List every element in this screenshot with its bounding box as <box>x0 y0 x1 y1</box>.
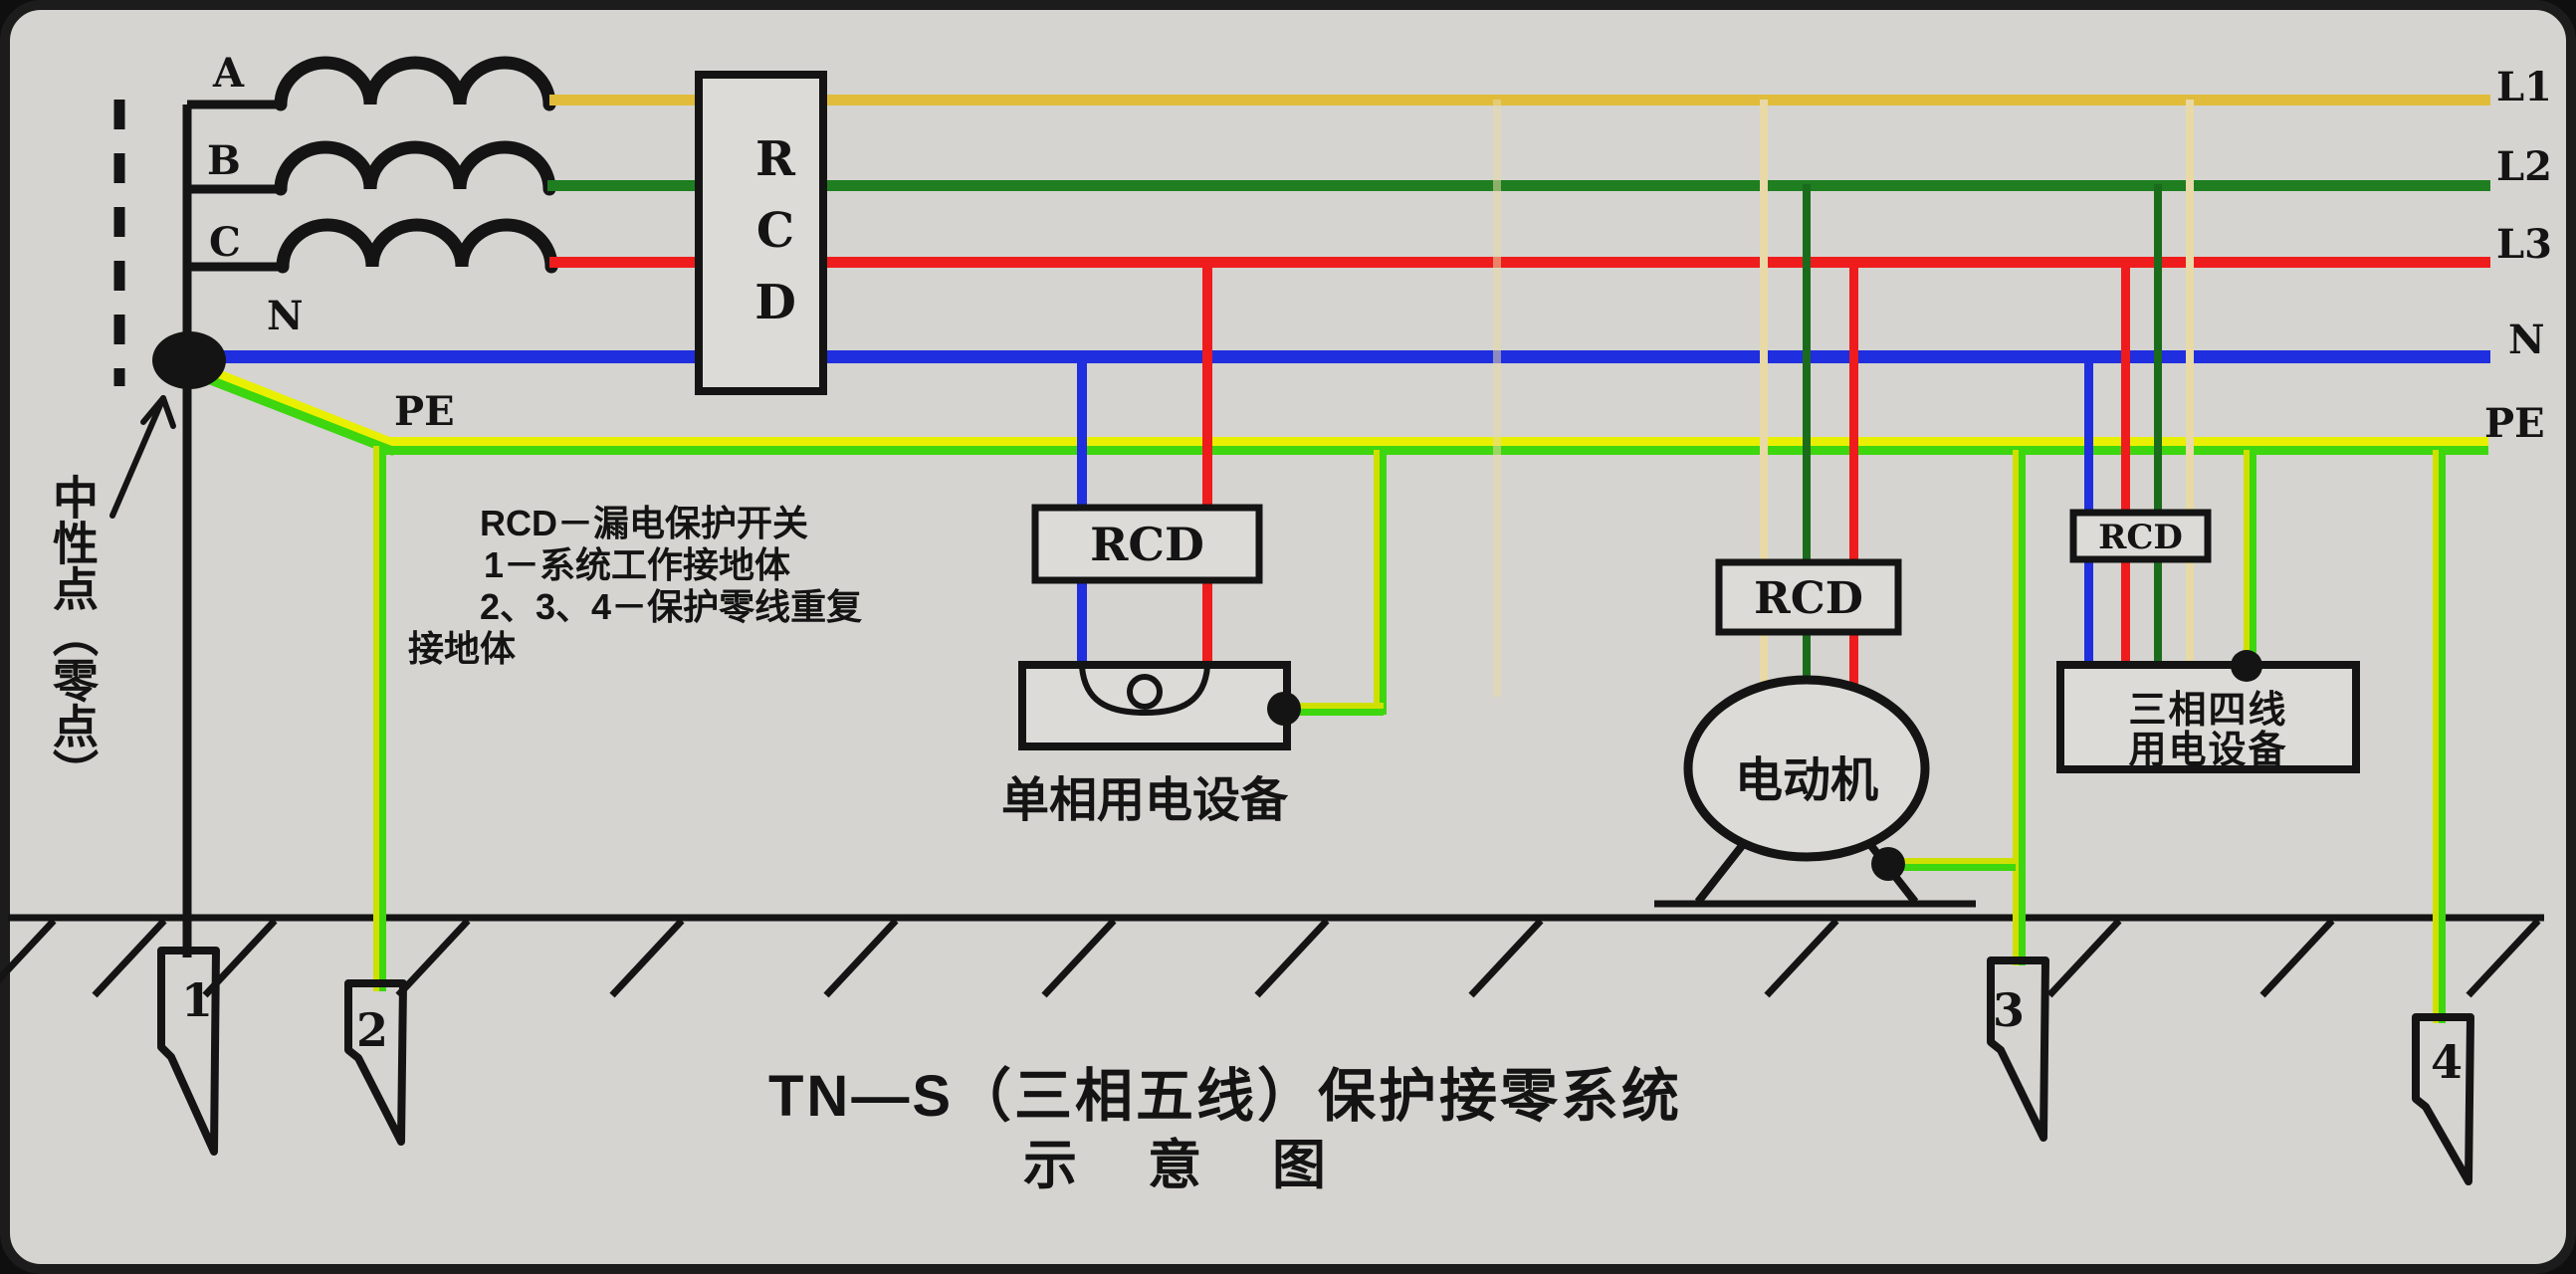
legend-line-3: 2、3、4－保护零线重复 <box>480 586 863 627</box>
pe-drop-electrode4-green <box>2439 450 2446 1023</box>
legend-line-4: 接地体 <box>408 628 517 669</box>
rcd-motor-box <box>1715 558 1902 636</box>
motor-pe-dot <box>1871 847 1905 881</box>
tap-l3-single-phase <box>1202 262 1212 673</box>
legend-line-1: RCD－漏电保护开关 <box>480 503 808 543</box>
coil-phase-a <box>274 56 556 111</box>
pe-drop-three-phase <box>2244 450 2250 667</box>
pe-drop-electrode2 <box>373 446 379 991</box>
motor-symbol <box>1654 675 1976 908</box>
rcd-single-phase-label: RCD <box>1090 518 1204 571</box>
socket-curve <box>1079 666 1210 717</box>
wire-l3 <box>549 257 2490 268</box>
line-label-n: N <box>2508 317 2545 363</box>
line-label-l2: L2 <box>2496 143 2552 190</box>
tap-l1-motor <box>1760 100 1768 695</box>
ground-surface <box>0 914 2544 998</box>
legend-line-2: 1－系统工作接地体 <box>484 544 791 585</box>
three-phase-equipment-label-2: 用电设备 <box>2128 730 2288 771</box>
neutral-point-arrow <box>109 395 176 519</box>
three-phase-pe-dot <box>2231 650 2262 682</box>
phase-label-n: N <box>267 293 304 339</box>
pe-drop-electrode4 <box>2433 450 2439 1023</box>
three-phase-equipment-label-1: 三相四线 <box>2128 690 2288 732</box>
electrode-4-number: 4 <box>2431 1035 2464 1089</box>
electrode-4-shape <box>2412 1013 2474 1185</box>
rcd-main-box <box>695 71 827 395</box>
neutral-point-label: 中性点（零点） <box>47 474 99 794</box>
pe-link-single-phase-green <box>1284 709 1384 716</box>
motor-leg-left <box>1694 839 1749 905</box>
pe-drop-electrode3-green <box>2019 450 2026 965</box>
pe-drop-single-phase-green <box>1380 450 1387 715</box>
electrode-1-number: 1 <box>181 973 214 1027</box>
three-phase-equipment-box <box>2056 661 2360 773</box>
tap-l3-three-phase <box>2121 261 2130 673</box>
rcd-three-phase-label: RCD <box>2098 518 2183 557</box>
tap-l1-ghost <box>1493 100 1501 697</box>
tap-l3-motor <box>1849 261 1858 695</box>
diagram-title-line-1: TN—S（三相五线）保护接零系统 <box>768 1064 1683 1129</box>
tap-l1-three-phase <box>2186 100 2194 673</box>
wire-pe-diagonal <box>199 363 397 456</box>
wire-l2 <box>547 180 2490 191</box>
motor-label: 电动机 <box>1734 754 1878 807</box>
phase-label-pe: PE <box>394 388 455 435</box>
phase-label-b: B <box>207 137 241 184</box>
line-label-l3: L3 <box>2496 221 2552 268</box>
electrode-3-shape <box>1987 956 2049 1142</box>
wire-n <box>189 350 2490 363</box>
pe-link-motor <box>1888 858 2016 864</box>
rcd-three-phase-box <box>2069 509 2212 563</box>
source-bus <box>182 100 283 957</box>
electrode-2-number: 2 <box>356 1003 389 1057</box>
rcd-motor-label: RCD <box>1754 573 1863 624</box>
pe-drop-single-phase <box>1374 450 1380 715</box>
pe-link-single-phase <box>1284 703 1384 709</box>
earth-electrodes <box>157 947 2474 1185</box>
phase-label-c: C <box>209 219 241 266</box>
phase-winding-coils <box>274 56 558 274</box>
line-label-pe: PE <box>2484 400 2545 447</box>
electrode-1-shape <box>157 947 220 1156</box>
coil-phase-c <box>276 218 558 274</box>
tap-l2-motor <box>1803 184 1811 695</box>
pe-drop-three-phase-green <box>2250 450 2256 667</box>
socket-circle <box>1127 674 1163 710</box>
phase-label-a: A <box>213 50 245 97</box>
wire-l1 <box>549 95 2490 106</box>
single-phase-pe-dot <box>1267 692 1301 726</box>
rcd-main-label: RCD <box>748 131 803 346</box>
rcd-single-phase-box <box>1031 504 1263 584</box>
pe-link-motor-green <box>1888 864 2016 871</box>
neutral-point-dot <box>152 331 226 389</box>
diagram-title-line-2: 示 意 图 <box>1023 1136 1355 1195</box>
tap-l2-three-phase <box>2154 184 2162 673</box>
pe-branches <box>373 446 2446 1023</box>
electrode-3-number: 3 <box>1993 983 2026 1037</box>
wire-pe-yellow-stripe <box>383 437 2488 446</box>
coil-phase-b <box>274 140 556 196</box>
motor-ellipse <box>1683 675 1930 862</box>
single-phase-equipment-label: 单相用电设备 <box>1000 774 1288 827</box>
electrode-2-shape <box>344 979 407 1146</box>
wire-pe-green-stripe <box>383 446 2488 455</box>
pe-drop-electrode2-green <box>379 446 386 991</box>
pe-drop-electrode3 <box>2013 450 2019 965</box>
line-label-l1: L1 <box>2496 64 2552 110</box>
